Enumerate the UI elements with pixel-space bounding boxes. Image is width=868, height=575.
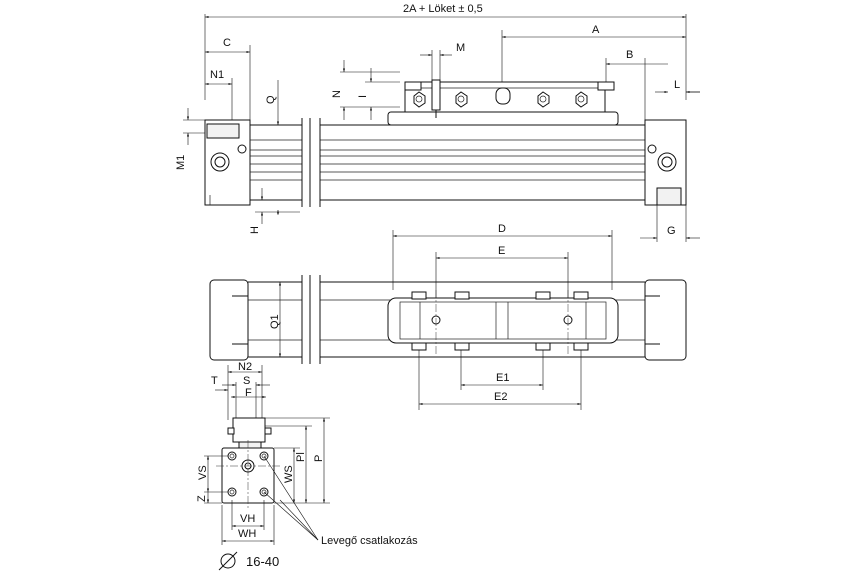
dim-n-label: N	[331, 90, 343, 98]
dim-d-label: D	[498, 223, 506, 235]
side-elevation-view: 2A + Löket ± 0,5 A B C N1 M N I	[175, 3, 700, 242]
air-connection-label: Levegő csatlakozás	[321, 535, 418, 547]
dim-m-label: M	[456, 42, 465, 54]
dim-wh-label: WH	[238, 528, 256, 540]
dim-h-label: H	[249, 226, 261, 234]
dim-a-label: A	[592, 24, 600, 36]
plan-view: D E Q1	[209, 223, 687, 410]
dim-e2-label: E2	[494, 391, 507, 403]
dim-l-label: L	[674, 79, 680, 91]
dim-ws-label: WS	[283, 465, 295, 483]
diameter-icon	[220, 553, 236, 569]
overall-length-label: 2A + Löket ± 0,5	[403, 3, 483, 15]
dim-vs-label: VS	[197, 465, 209, 480]
carriage-nuts	[413, 87, 588, 108]
dim-vh-label: VH	[240, 513, 255, 525]
dim-z-label: Z	[196, 495, 208, 502]
dim-i-label: I	[357, 95, 369, 98]
diameter-range-label: 16-40	[246, 554, 279, 569]
end-view: N2 S T F VS	[196, 361, 418, 571]
dim-e-label: E	[498, 245, 505, 257]
dim-g-label: G	[667, 225, 676, 237]
dim-q-label: Q	[265, 95, 277, 104]
dim-s-label: S	[243, 375, 250, 387]
dim-b-label: B	[626, 49, 633, 61]
dim-q1-label: Q1	[269, 314, 281, 329]
dim-pl-label: Pl	[295, 452, 307, 462]
dim-c-label: C	[223, 37, 231, 49]
dim-n1-label: N1	[210, 69, 224, 81]
dim-m1-label: M1	[175, 155, 187, 170]
dim-t-label: T	[211, 375, 218, 387]
dim-n2-label: N2	[238, 361, 252, 373]
dim-f-label: F	[245, 387, 252, 399]
dim-e1-label: E1	[496, 372, 509, 384]
dim-p-label: P	[313, 455, 325, 462]
